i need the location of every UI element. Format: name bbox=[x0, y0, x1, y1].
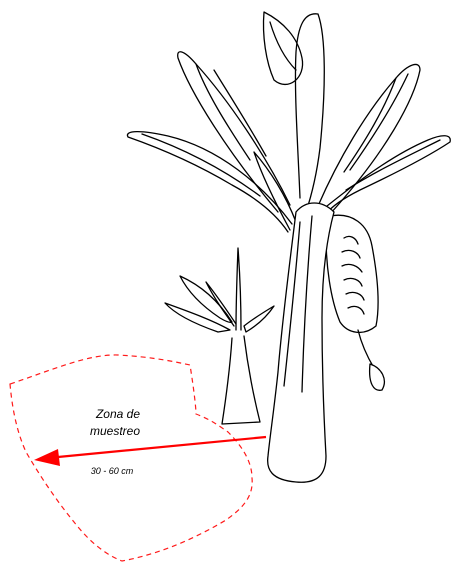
leaf-top-left bbox=[178, 52, 290, 212]
arrow-head bbox=[34, 449, 60, 466]
banana-flower-bud bbox=[370, 364, 385, 390]
sucker-pseudostem bbox=[222, 336, 260, 424]
leaf-top-right bbox=[318, 64, 420, 214]
sucker-leaf-mid bbox=[206, 282, 236, 326]
arrow-shaft bbox=[58, 437, 266, 457]
pseudostem bbox=[268, 203, 334, 482]
sucker-plant bbox=[165, 248, 274, 424]
leaf-left-lower-rib bbox=[142, 134, 260, 196]
zone-label-line2: muestreo bbox=[90, 424, 140, 438]
leaf-top-center-flag-rib bbox=[270, 22, 296, 70]
sucker-center-leaf bbox=[236, 248, 241, 330]
distance-arrow bbox=[34, 437, 266, 466]
zone-label-line1: Zona de bbox=[95, 407, 140, 421]
distance-label: 30 - 60 cm bbox=[91, 466, 134, 476]
leaf-top-center bbox=[295, 14, 324, 212]
leaf-left-lower bbox=[127, 132, 292, 232]
leaf-top-left-ribs bbox=[196, 64, 266, 160]
main-banana-plant bbox=[127, 12, 450, 482]
banana-bunch bbox=[326, 215, 378, 332]
sucker-leaf-right bbox=[244, 306, 274, 332]
bunch-stalk bbox=[358, 330, 374, 368]
